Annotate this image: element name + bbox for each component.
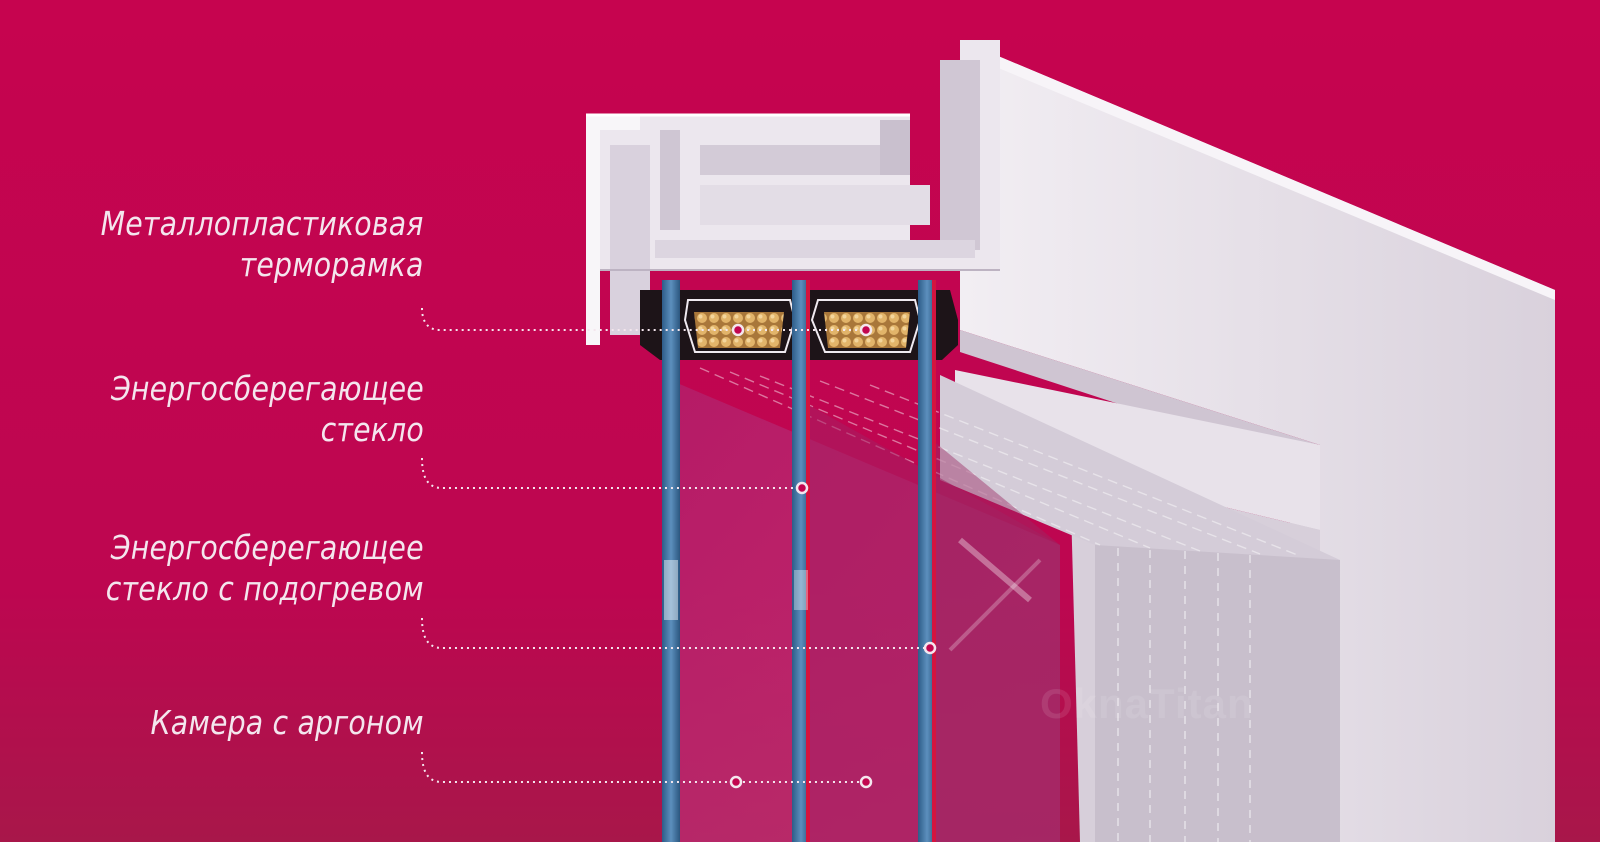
label-heated-glass-line1: Энергосберегающее <box>111 528 425 567</box>
label-thermoframe-line2: терморамка <box>240 245 424 284</box>
label-heated-glass-line2: стекло с подогревом <box>106 569 424 608</box>
glass-sheets <box>662 280 936 842</box>
leader-markers <box>729 323 937 789</box>
label-energy-glass: Энергосберегающее стекло <box>111 368 424 450</box>
label-energy-glass-line2: стекло <box>320 410 424 449</box>
label-thermoframe-line1: Металлопластиковая <box>101 204 424 243</box>
label-heated-glass: Энергосберегающее стекло с подогревом <box>106 527 424 609</box>
frame-profile <box>586 40 1000 345</box>
watermark: OknaTitan <box>1040 680 1254 727</box>
leader-lines <box>421 307 928 783</box>
glazing-bead <box>699 367 1340 842</box>
label-argon-chamber: Камера с аргоном <box>151 702 424 743</box>
label-energy-glass-line1: Энергосберегающее <box>111 369 424 408</box>
label-argon-chamber-line1: Камера с аргоном <box>150 703 424 742</box>
label-thermoframe: Металлопластиковая терморамка <box>101 203 424 285</box>
